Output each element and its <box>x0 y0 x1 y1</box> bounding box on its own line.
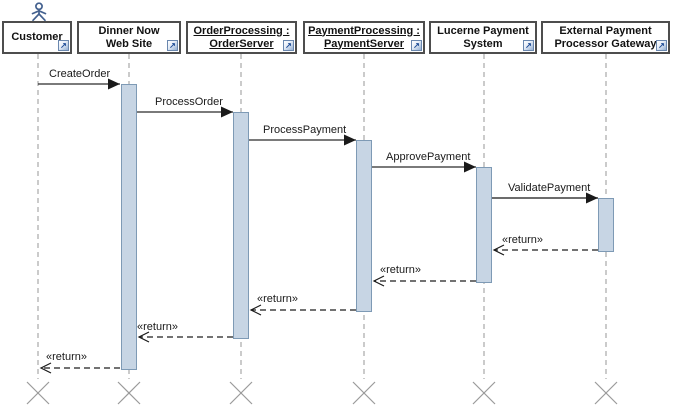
lifeline-head-external-gateway[interactable]: External Payment Processor Gateway ↗ <box>541 21 670 54</box>
navigate-arrow-icon[interactable]: ↗ <box>656 40 667 51</box>
activation-bar-order-processing[interactable] <box>233 112 249 339</box>
navigate-arrow-icon[interactable]: ↗ <box>167 40 178 51</box>
destruction-x-external-gateway <box>594 381 618 405</box>
lifeline-head-label: Customer <box>11 31 63 43</box>
message-label-createorder[interactable]: CreateOrder <box>49 68 111 80</box>
navigate-arrow-icon[interactable]: ↗ <box>58 40 69 51</box>
return-label-order-to-dinner[interactable]: «return» <box>137 321 178 333</box>
return-label-payment-to-order[interactable]: «return» <box>257 293 298 305</box>
lifeline-head-label: External Payment Processor Gateway <box>554 24 657 50</box>
lifeline-head-label: Dinner Now Web Site <box>98 24 160 50</box>
actor-stick-figure-icon[interactable] <box>31 2 47 22</box>
lifeline-head-lucerne[interactable]: Lucerne Payment System ↗ <box>429 21 537 54</box>
message-label-approvepayment[interactable]: ApprovePayment <box>386 151 471 163</box>
activation-bar-dinner-now[interactable] <box>121 84 137 370</box>
return-label-lucerne-to-payment[interactable]: «return» <box>380 264 421 276</box>
destruction-x-customer <box>26 381 50 405</box>
message-label-processpayment[interactable]: ProcessPayment <box>263 124 347 136</box>
lifeline-head-customer[interactable]: Customer ↗ <box>2 21 72 54</box>
destruction-x-payment-processing <box>352 381 376 405</box>
destruction-x-lucerne <box>472 381 496 405</box>
destruction-x-dinner-now <box>117 381 141 405</box>
lifeline-head-label: Lucerne Payment System <box>437 24 529 50</box>
return-label-dinner-to-customer[interactable]: «return» <box>46 351 87 363</box>
destruction-x-order-processing <box>229 381 253 405</box>
lifeline-head-payment-processing[interactable]: PaymentProcessing : PaymentServer ↗ <box>303 21 425 54</box>
lifeline-head-order-processing[interactable]: OrderProcessing : OrderServer ↗ <box>186 21 297 54</box>
activation-bar-payment-processing[interactable] <box>356 140 372 312</box>
navigate-arrow-icon[interactable]: ↗ <box>411 40 422 51</box>
message-label-validatepayment[interactable]: ValidatePayment <box>508 182 591 194</box>
activation-bar-external-gateway[interactable] <box>598 198 614 252</box>
lifeline-head-label: PaymentProcessing : PaymentServer <box>308 24 420 50</box>
lifeline-head-label: OrderProcessing : OrderServer <box>193 24 290 50</box>
message-label-processorder[interactable]: ProcessOrder <box>155 96 223 108</box>
activation-bar-lucerne[interactable] <box>476 167 492 283</box>
lifeline-head-dinner-now[interactable]: Dinner Now Web Site ↗ <box>77 21 181 54</box>
navigate-arrow-icon[interactable]: ↗ <box>523 40 534 51</box>
return-label-external-to-lucerne[interactable]: «return» <box>502 234 543 246</box>
navigate-arrow-icon[interactable]: ↗ <box>283 40 294 51</box>
